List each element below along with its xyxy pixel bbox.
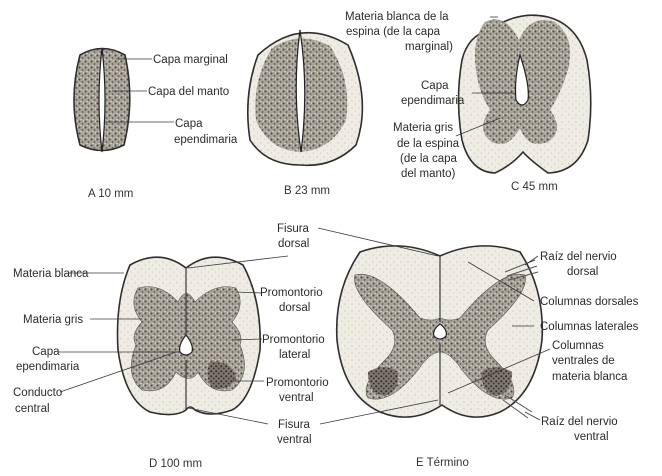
label-d-ventral-fissure-1: Fisura (278, 419, 311, 431)
section-e: Raíz del nervio dorsal Columnas dorsales… (318, 228, 639, 469)
label-c-gray-1: Materia gris (393, 122, 453, 134)
label-e-dorsal-root-2: dorsal (567, 266, 598, 278)
label-c-white-3: marginal) (405, 41, 453, 53)
label-d-ventral-fissure-2: ventral (277, 434, 312, 446)
label-c-white-1: Materia blanca de la (345, 11, 449, 23)
caption-e: E Término (416, 457, 469, 469)
label-e-lateral-columns: Columnas laterales (540, 321, 639, 333)
label-d-dorsal-fissure-1: Fisura (277, 223, 310, 235)
label-d-dorsal-horn-2: dorsal (279, 302, 310, 314)
label-e-ventral-columns-1: Columnas (552, 340, 604, 352)
label-d-canal-1: Conducto (13, 387, 62, 399)
label-d-gray: Materia gris (23, 314, 83, 326)
label-e-dorsal-columns: Columnas dorsales (540, 296, 639, 308)
label-a-mantle: Capa del manto (148, 86, 229, 98)
caption-a: A 10 mm (88, 188, 133, 200)
label-e-dorsal-root-1: Raíz del nervio (540, 251, 617, 263)
label-d-white: Materia blanca (13, 268, 89, 280)
section-b: B 23 mm (248, 30, 363, 197)
label-a-ependymal-2: ependimaria (174, 134, 238, 146)
section-d: Materia blanca Materia gris Capa ependim… (13, 223, 329, 470)
caption-d: D 100 mm (149, 458, 202, 470)
label-c-gray-2: de la espina (397, 138, 460, 150)
label-d-dorsal-fissure-2: dorsal (278, 238, 309, 250)
label-c-gray-4: del manto) (401, 168, 456, 180)
caption-c: C 45 mm (511, 181, 558, 193)
label-c-ependymal-1: Capa (421, 80, 449, 92)
label-d-ventral-horn-2: ventral (279, 392, 314, 404)
label-e-ventral-root-2: ventral (574, 431, 609, 443)
label-a-ependymal-1: Capa (175, 118, 203, 130)
label-c-gray-3: (de la capa (400, 153, 458, 165)
label-d-lateral-horn-1: Promontorio (262, 334, 325, 346)
section-c: Materia blanca de la espina (de la capa … (345, 11, 591, 193)
label-c-white-2: espina (de la capa (346, 26, 441, 38)
label-d-ependymal-1: Capa (32, 346, 60, 358)
label-e-ventral-root-1: Raíz del nervio (541, 416, 618, 428)
caption-b: B 23 mm (284, 185, 330, 197)
label-d-canal-2: central (15, 403, 50, 415)
label-a-marginal: Capa marginal (153, 54, 228, 66)
label-e-ventral-columns-2: ventrales de (552, 355, 615, 367)
label-d-ventral-horn-1: Promontorio (266, 377, 329, 389)
label-d-dorsal-horn-1: Promontorio (260, 287, 323, 299)
label-e-ventral-columns-3: materia blanca (552, 371, 628, 383)
label-d-lateral-horn-2: lateral (279, 349, 310, 361)
section-a-canal (99, 48, 105, 152)
label-c-ependymal-2: ependimaria (401, 95, 465, 107)
label-d-ependymal-2: ependimaria (16, 361, 80, 373)
section-a: Capa marginal Capa del manto Capa ependi… (74, 48, 238, 200)
